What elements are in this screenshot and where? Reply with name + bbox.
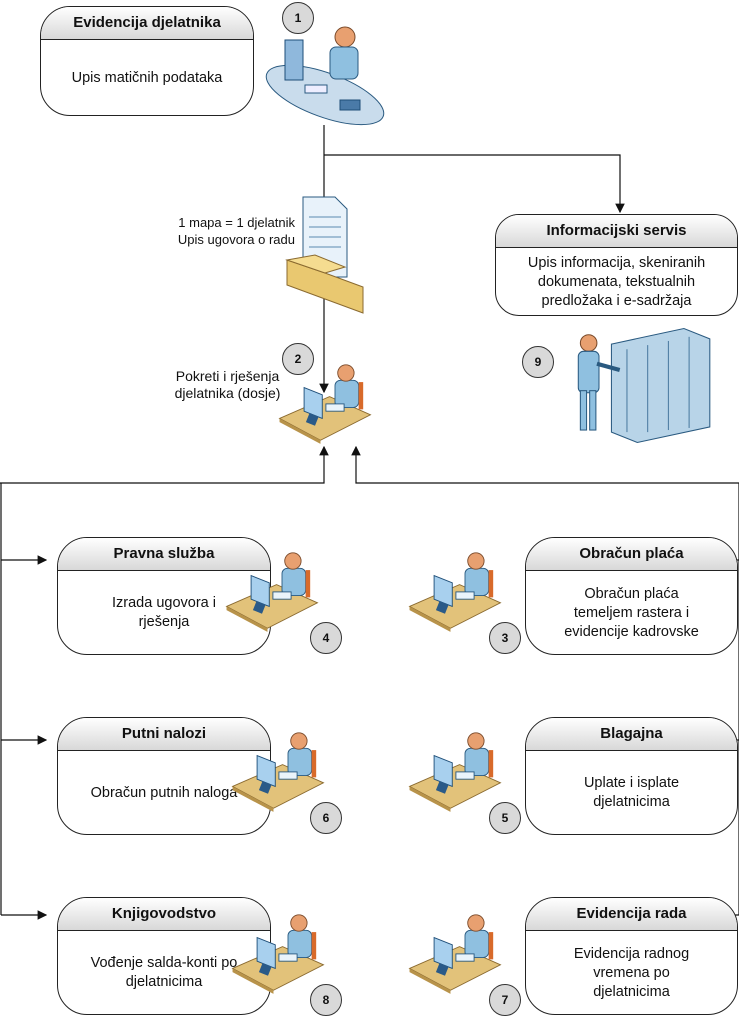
workstation-icon [265,26,385,126]
box-body: Uplate i isplate djelatnicima [583,775,680,810]
folder-document-icon [285,196,364,314]
box-evidencija-djelatnika: Evidencija djelatnika Upis matičnih poda… [40,6,254,116]
box-body: Upis informacija, skeniranih dokumenata,… [527,254,706,309]
step-badge: 5 [489,802,521,834]
step-badge: 3 [489,622,521,654]
box-body: Evidencija radnog vremena po djelatnicim… [573,945,690,1000]
folder-label: 1 mapa = 1 djelatnik Upis ugovora o radu [177,215,295,247]
step-badge: 9 [522,346,554,378]
box-body: Obračun plaća temeljem rastera i evidenc… [564,585,699,640]
worker-desk-icon [405,730,505,812]
box-body: Upis matičnih podataka [71,69,223,86]
box-knjigovodstvo: Knjigovodstvo Vođenje salda-konti po dje… [57,897,271,1015]
worker-desk-icon [405,912,505,994]
step-badge: 8 [310,984,342,1016]
box-informacijski-servis: Informacijski servis Upis informacija, s… [495,214,738,316]
box-body: Izrada ugovora i rješenja [112,595,216,630]
box-pravna-sluzba: Pravna služba Izrada ugovora i rješenja [57,537,271,655]
worker-desk-icon [405,550,505,632]
server-rack-icon [570,328,715,443]
step-badge: 2 [282,343,314,375]
box-title: Knjigovodstvo [58,898,270,931]
box-title: Evidencija djelatnika [41,7,253,40]
worker-desk-icon [228,912,328,994]
box-title: Blagajna [526,718,737,751]
box-title: Putni nalozi [58,718,270,751]
worker-desk-icon [222,550,322,632]
step-badge: 1 [282,2,314,34]
step-badge: 7 [489,984,521,1016]
box-title: Pravna služba [58,538,270,571]
box-obracun-placa: Obračun plaća Obračun plaća temeljem ras… [525,537,738,655]
box-putni-nalozi: Putni nalozi Obračun putnih naloga [57,717,271,835]
step-badge: 6 [310,802,342,834]
worker-desk-icon [228,730,328,812]
dossier-label: Pokreti i rješenja djelatnika (dosje) [174,368,281,401]
step-badge: 4 [310,622,342,654]
box-title: Informacijski servis [496,215,737,248]
box-title: Obračun plaća [526,538,737,571]
box-body: Obračun putnih naloga [90,784,238,801]
box-evidencija-rada: Evidencija rada Evidencija radnog vremen… [525,897,738,1015]
worker-desk-icon [275,362,375,444]
box-blagajna: Blagajna Uplate i isplate djelatnicima [525,717,738,835]
box-body: Vođenje salda-konti po djelatnicima [90,955,238,990]
box-title: Evidencija rada [526,898,737,931]
